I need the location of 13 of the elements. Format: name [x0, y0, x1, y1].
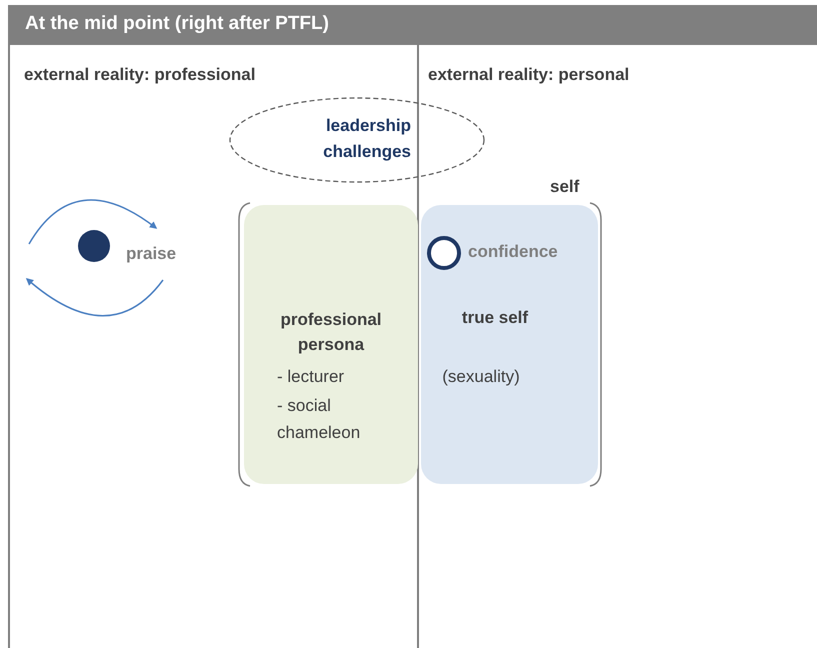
list-item: - lecturer [277, 366, 346, 388]
ellipse-label: leadership challenges [322, 115, 411, 164]
group-heading: self [550, 176, 580, 198]
box-note: (sexuality) [441, 366, 521, 388]
node-caption: confidence [468, 241, 558, 263]
column-heading: external reality: professional [24, 64, 256, 86]
persona-box [244, 205, 418, 484]
list-item: - social chameleon [277, 395, 362, 444]
column-heading: external reality: personal [428, 64, 630, 86]
box-heading: true self [460, 307, 530, 329]
box-heading: professional persona [279, 309, 383, 356]
title-bar: At the mid point (right after PTFL) [8, 5, 817, 45]
node-caption: praise [126, 243, 176, 265]
